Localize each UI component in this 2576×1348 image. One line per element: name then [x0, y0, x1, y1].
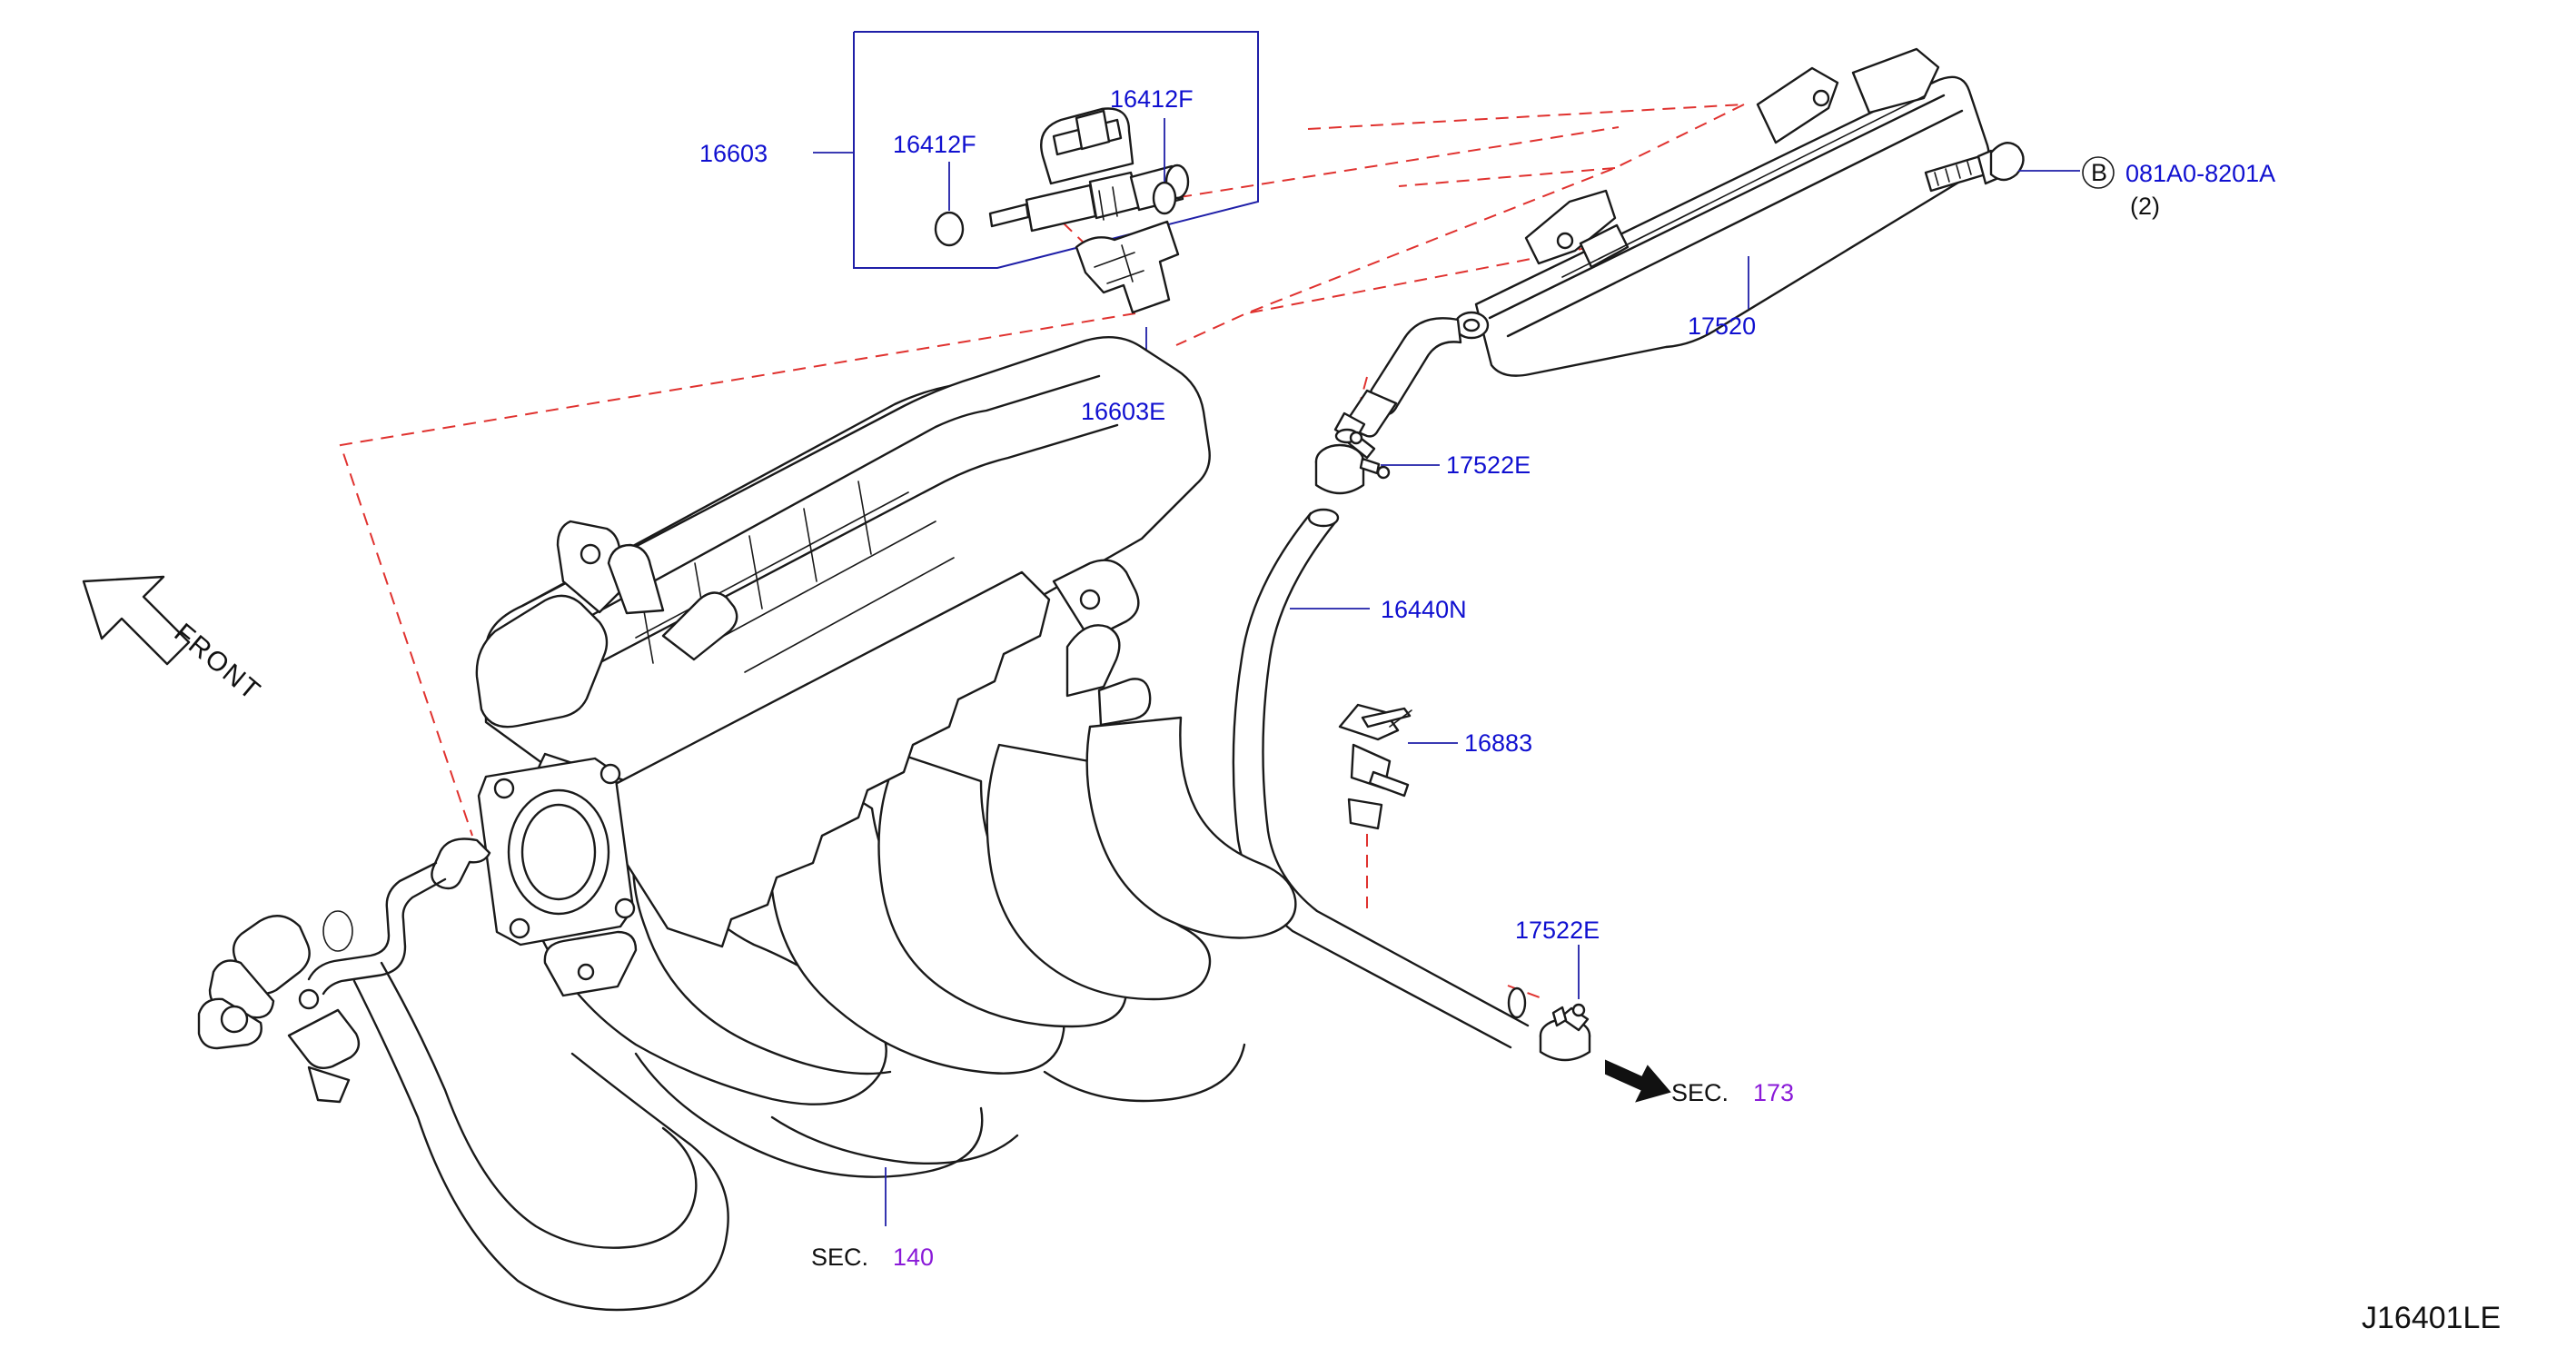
hose-clamp-upper — [1314, 431, 1391, 495]
label-sec-140: 140 — [893, 1244, 934, 1271]
label-o-ring-left: 16412F — [893, 131, 976, 158]
sec-173-arrow — [1605, 1059, 1671, 1103]
fuel-rail — [1453, 47, 1990, 377]
diagram-code: J16401LE — [2362, 1301, 2501, 1335]
label-sec-prefix-140: SEC. — [811, 1244, 868, 1271]
label-bolt: 081A0-8201A — [2125, 160, 2275, 187]
label-16603: 16603 — [699, 140, 768, 167]
mounting-bolt — [1924, 142, 2115, 193]
o-ring-left — [934, 211, 965, 247]
label-front: FRONT — [169, 618, 267, 707]
label-16883: 16883 — [1464, 729, 1532, 757]
label-17522e-upper: 17522E — [1446, 451, 1531, 479]
hose-clamp-lower — [1539, 1003, 1591, 1062]
front-arrow-icon — [82, 575, 191, 666]
bolt-marker: B — [2091, 159, 2107, 186]
o-ring-right — [1152, 181, 1177, 215]
label-16440n: 16440N — [1381, 596, 1467, 623]
intake-manifold — [197, 336, 1297, 1312]
label-16603e: 16603E — [1081, 398, 1165, 425]
injector-assembly-box — [813, 31, 1259, 269]
hose-clip — [1338, 703, 1412, 830]
label-bolt-qty: (2) — [2130, 193, 2160, 220]
fuel-injector — [988, 107, 1190, 233]
label-sec-prefix-173: SEC. — [1671, 1079, 1729, 1106]
label-17520: 17520 — [1688, 312, 1756, 340]
label-17522e-lower: 17522E — [1515, 917, 1600, 944]
fuel-rail-pipe — [1333, 317, 1462, 444]
label-o-ring-right: 16412F — [1110, 85, 1194, 113]
label-sec-173: 173 — [1753, 1079, 1794, 1106]
injector-clip — [1075, 220, 1180, 314]
